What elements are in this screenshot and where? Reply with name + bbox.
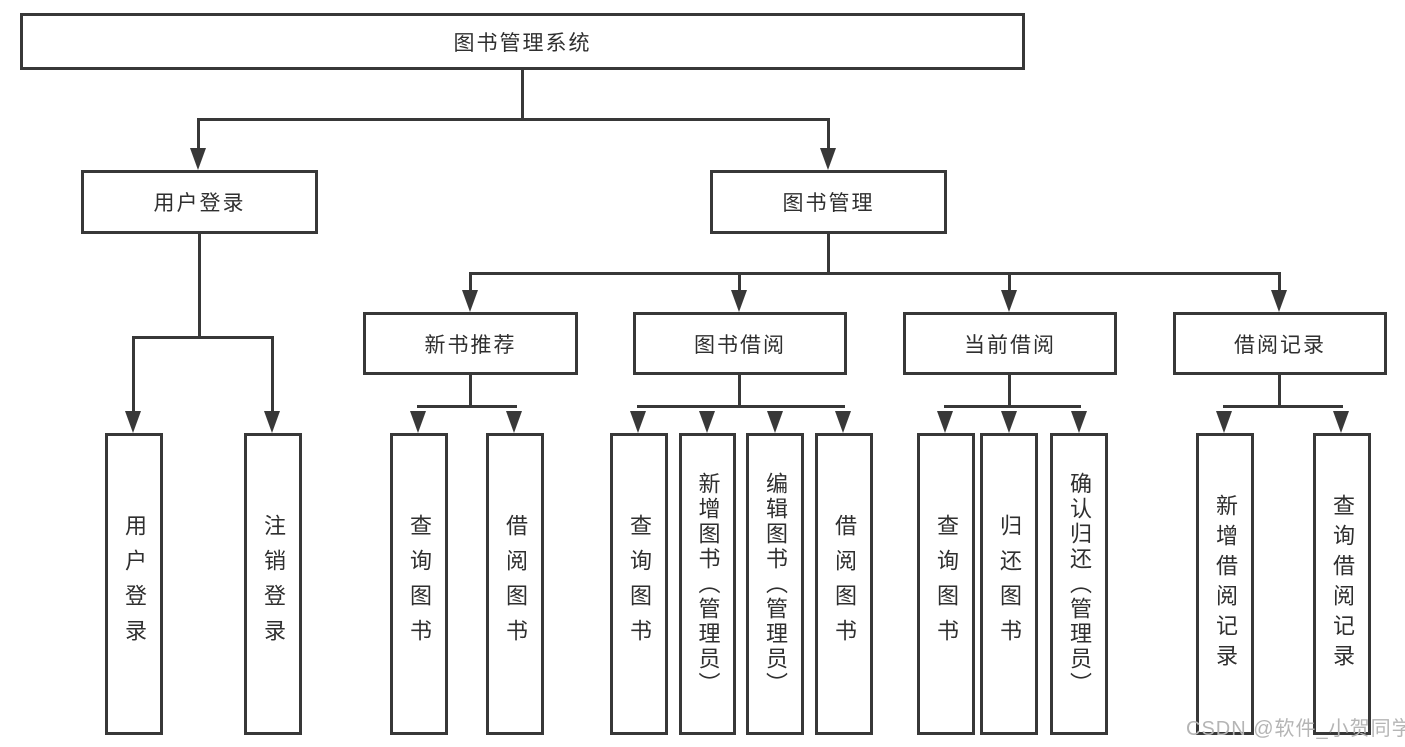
- leaf-label: 确认归还（管理员）: [1067, 471, 1092, 697]
- leaf-add-books-admin: 新增图书（管理员）: [679, 433, 736, 735]
- leaf-label: 借阅图书: [503, 514, 528, 654]
- connector-line: [132, 336, 135, 414]
- connector-line: [1223, 405, 1343, 408]
- connector-line: [1278, 375, 1281, 407]
- connector-arrow: [462, 290, 478, 312]
- connector-line: [197, 118, 200, 152]
- connector-line: [132, 336, 274, 339]
- connector-arrow: [699, 411, 715, 433]
- leaf-logout: 注销登录: [244, 433, 302, 735]
- leaf-add-borrow-record: 新增借阅记录: [1196, 433, 1254, 735]
- connector-line: [417, 405, 517, 408]
- connector-arrow: [1071, 411, 1087, 433]
- connector-arrow: [1333, 411, 1349, 433]
- leaf-borrow-books: 借阅图书: [815, 433, 873, 735]
- connector-arrow: [125, 411, 141, 433]
- leaf-label: 归还图书: [997, 514, 1022, 654]
- connector-line: [469, 272, 1280, 275]
- connector-arrow: [264, 411, 280, 433]
- connector-line: [827, 234, 830, 272]
- node-user-login: 用户登录: [81, 170, 318, 234]
- connector-arrow: [1001, 290, 1017, 312]
- connector-line: [738, 375, 741, 407]
- leaf-label: 查询图书: [407, 514, 432, 654]
- connector-arrow: [630, 411, 646, 433]
- connector-arrow: [767, 411, 783, 433]
- connector-line: [827, 118, 830, 152]
- connector-arrow: [1271, 290, 1287, 312]
- connector-line: [271, 336, 274, 414]
- leaf-label: 借阅图书: [832, 514, 857, 654]
- leaf-query-books-recommend: 查询图书: [390, 433, 448, 735]
- csdn-watermark: CSDN @软件_小贺同学: [1186, 718, 1405, 740]
- leaf-label: 新增图书（管理员）: [695, 471, 721, 697]
- leaf-query-borrow-record: 查询借阅记录: [1313, 433, 1371, 735]
- node-label: 图书管理: [782, 192, 875, 215]
- connector-line: [738, 272, 741, 292]
- node-current-borrowing: 当前借阅: [903, 312, 1117, 375]
- connector-line: [1008, 272, 1011, 292]
- node-book-management: 图书管理: [710, 170, 947, 234]
- node-label: 图书借阅: [694, 333, 786, 357]
- connector-line: [198, 234, 201, 337]
- node-new-book-recommend: 新书推荐: [363, 312, 578, 375]
- leaf-borrow-books-recommend: 借阅图书: [486, 433, 544, 735]
- leaf-query-books-current: 查询图书: [917, 433, 975, 735]
- connector-arrow: [506, 411, 522, 433]
- node-borrowing-records: 借阅记录: [1173, 312, 1387, 375]
- connector-line: [1278, 272, 1281, 292]
- leaf-label: 查询图书: [627, 514, 652, 654]
- connector-arrow: [410, 411, 426, 433]
- connector-arrow: [937, 411, 953, 433]
- leaf-edit-books-admin: 编辑图书（管理员）: [746, 433, 804, 735]
- connector-line: [469, 272, 472, 292]
- leaf-confirm-return-admin: 确认归还（管理员）: [1050, 433, 1108, 735]
- connector-arrow: [820, 148, 836, 170]
- leaf-label: 用户登录: [122, 514, 147, 654]
- node-label: 图书管理系统: [453, 31, 592, 55]
- connector-line: [637, 405, 845, 408]
- node-book-borrowing: 图书借阅: [633, 312, 847, 375]
- connector-line: [469, 375, 472, 407]
- connector-arrow: [1216, 411, 1232, 433]
- node-label: 新书推荐: [424, 333, 517, 357]
- leaf-return-books: 归还图书: [980, 433, 1038, 735]
- node-label: 借阅记录: [1234, 333, 1326, 357]
- leaf-label: 查询图书: [934, 514, 959, 654]
- leaf-label: 查询借阅记录: [1330, 494, 1355, 674]
- connector-arrow: [190, 148, 206, 170]
- leaf-query-books-borrow: 查询图书: [610, 433, 668, 735]
- connector-line: [197, 118, 830, 121]
- connector-arrow: [835, 411, 851, 433]
- connector-arrow: [731, 290, 747, 312]
- node-label: 当前借阅: [964, 333, 1056, 357]
- connector-line: [1008, 375, 1011, 407]
- connector-line: [521, 69, 524, 119]
- leaf-label: 注销登录: [261, 514, 286, 654]
- node-library-management-system: 图书管理系统: [20, 13, 1025, 70]
- node-label: 用户登录: [153, 192, 246, 215]
- leaf-user-login: 用户登录: [105, 433, 163, 735]
- leaf-label: 编辑图书（管理员）: [763, 471, 788, 697]
- connector-arrow: [1001, 411, 1017, 433]
- leaf-label: 新增借阅记录: [1213, 494, 1238, 674]
- connector-line: [944, 405, 1081, 408]
